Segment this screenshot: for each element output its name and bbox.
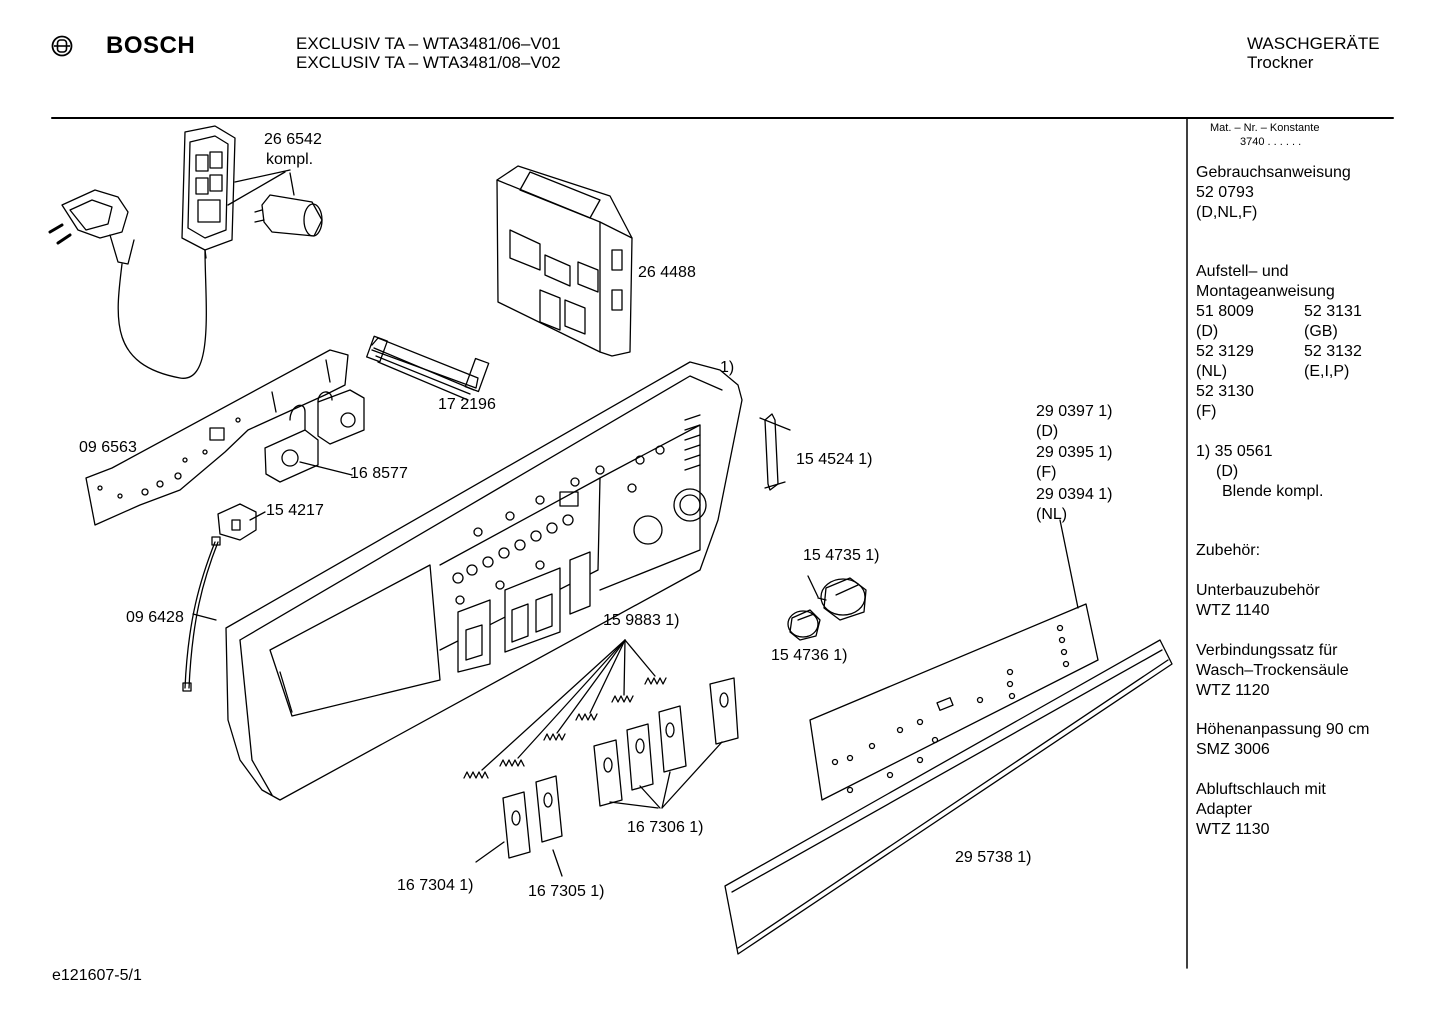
manual-languages: (D,NL,F)	[1196, 204, 1258, 221]
install-5-lang: (F)	[1196, 403, 1217, 420]
note-lang: (D)	[1216, 463, 1239, 480]
part-label-2903941: 29 0394 1)	[1036, 486, 1113, 503]
install-2-lang: (GB)	[1304, 323, 1338, 340]
control-panel-icon	[225, 361, 743, 801]
front-trim-strip-icon	[724, 639, 1173, 955]
category-line-1: WASCHGERÄTE	[1247, 34, 1380, 53]
accessory-3-number: SMZ 3006	[1196, 741, 1270, 758]
part-label-panel-ref: 1)	[720, 359, 735, 376]
knob-small-icon	[787, 609, 821, 641]
install-title-2: Montageanweisung	[1196, 283, 1335, 300]
selector-switch-icon	[264, 389, 365, 483]
part-label-096563: 09 6563	[79, 439, 137, 456]
capacitor-icon	[254, 194, 323, 237]
cable-icon	[182, 536, 221, 692]
accessory-3-title: Höhenanpassung 90 cm	[1196, 721, 1370, 738]
part-label-1598831: 15 9883 1)	[603, 612, 680, 629]
install-3-number: 52 3129	[1196, 343, 1254, 360]
model-line-2: EXCLUSIV TA – WTA3481/08–V02	[296, 53, 561, 72]
constant-line-2: 3740 . . . . . .	[1240, 136, 1302, 148]
part-label-168577: 16 8577	[350, 465, 408, 482]
manual-title: Gebrauchsanweisung	[1196, 164, 1351, 181]
accessory-4-title-2: Adapter	[1196, 801, 1253, 818]
install-4-lang: (E,I,P)	[1304, 363, 1350, 380]
accessory-2-number: WTZ 1120	[1196, 682, 1270, 699]
accessory-4-title-1: Abluftschlauch mit	[1196, 781, 1326, 798]
part-label-2903951-lang: (F)	[1036, 464, 1057, 481]
part-label-266542-note: kompl.	[266, 151, 314, 168]
install-1-number: 51 8009	[1196, 303, 1254, 320]
note-text: Blende kompl.	[1222, 483, 1324, 500]
part-label-2903941-lang: (NL)	[1036, 506, 1068, 523]
push-button-keys-icon	[475, 677, 739, 877]
knob-large-icon	[817, 577, 867, 621]
part-label-2903971: 29 0397 1)	[1036, 403, 1113, 420]
part-label-1547361: 15 4736 1)	[771, 647, 848, 664]
part-label-1673061: 16 7306 1)	[627, 819, 704, 836]
drawing-id: e121607-5/1	[52, 967, 142, 984]
micro-switch-icon	[217, 503, 266, 541]
filter-block-icon	[181, 125, 236, 259]
install-title-1: Aufstell– und	[1196, 263, 1289, 280]
part-label-2903971-lang: (D)	[1036, 423, 1059, 440]
part-label-1673051: 16 7305 1)	[528, 883, 605, 900]
install-2-number: 52 3131	[1304, 303, 1362, 320]
electronic-module-icon	[496, 165, 633, 357]
part-label-264488: 26 4488	[638, 264, 696, 281]
note-number: 1) 35 0561	[1196, 443, 1273, 460]
part-label-1545241: 15 4524 1)	[796, 451, 873, 468]
install-3-lang: (NL)	[1196, 363, 1228, 380]
bracket-icon	[759, 413, 791, 491]
bosch-armature-icon	[51, 35, 73, 57]
part-label-2957381: 29 5738 1)	[955, 849, 1032, 866]
part-label-154217: 15 4217	[266, 502, 324, 519]
manual-number: 52 0793	[1196, 184, 1254, 201]
brand-name: BOSCH	[106, 32, 196, 59]
spring-icon	[463, 639, 667, 779]
model-line-1: EXCLUSIV TA – WTA3481/06–V01	[296, 34, 561, 53]
part-label-1547351: 15 4735 1)	[803, 547, 880, 564]
category-line-2: Trockner	[1247, 53, 1314, 72]
accessory-4-number: WTZ 1130	[1196, 821, 1270, 838]
accessories-title: Zubehör:	[1196, 542, 1261, 559]
install-5-number: 52 3130	[1196, 383, 1254, 400]
front-foil-icon	[809, 519, 1099, 801]
part-label-1673041: 16 7304 1)	[397, 877, 474, 894]
ribbon-cable-icon	[366, 335, 490, 401]
part-label-096428: 09 6428	[126, 609, 184, 626]
part-label-172196: 17 2196	[438, 396, 496, 413]
mains-plug-icon	[48, 189, 207, 379]
pcb-strip-icon	[85, 349, 349, 526]
install-1-lang: (D)	[1196, 323, 1219, 340]
part-label-266542: 26 6542	[264, 131, 322, 148]
constant-line-1: Mat. – Nr. – Konstante	[1210, 122, 1320, 134]
accessory-1-number: WTZ 1140	[1196, 602, 1270, 619]
install-4-number: 52 3132	[1304, 343, 1362, 360]
accessory-1-title: Unterbauzubehör	[1196, 582, 1320, 599]
accessory-2-title-1: Verbindungssatz für	[1196, 642, 1338, 659]
accessory-2-title-2: Wasch–Trockensäule	[1196, 662, 1349, 679]
part-label-2903951: 29 0395 1)	[1036, 444, 1113, 461]
bosch-logo-icon	[51, 35, 73, 57]
